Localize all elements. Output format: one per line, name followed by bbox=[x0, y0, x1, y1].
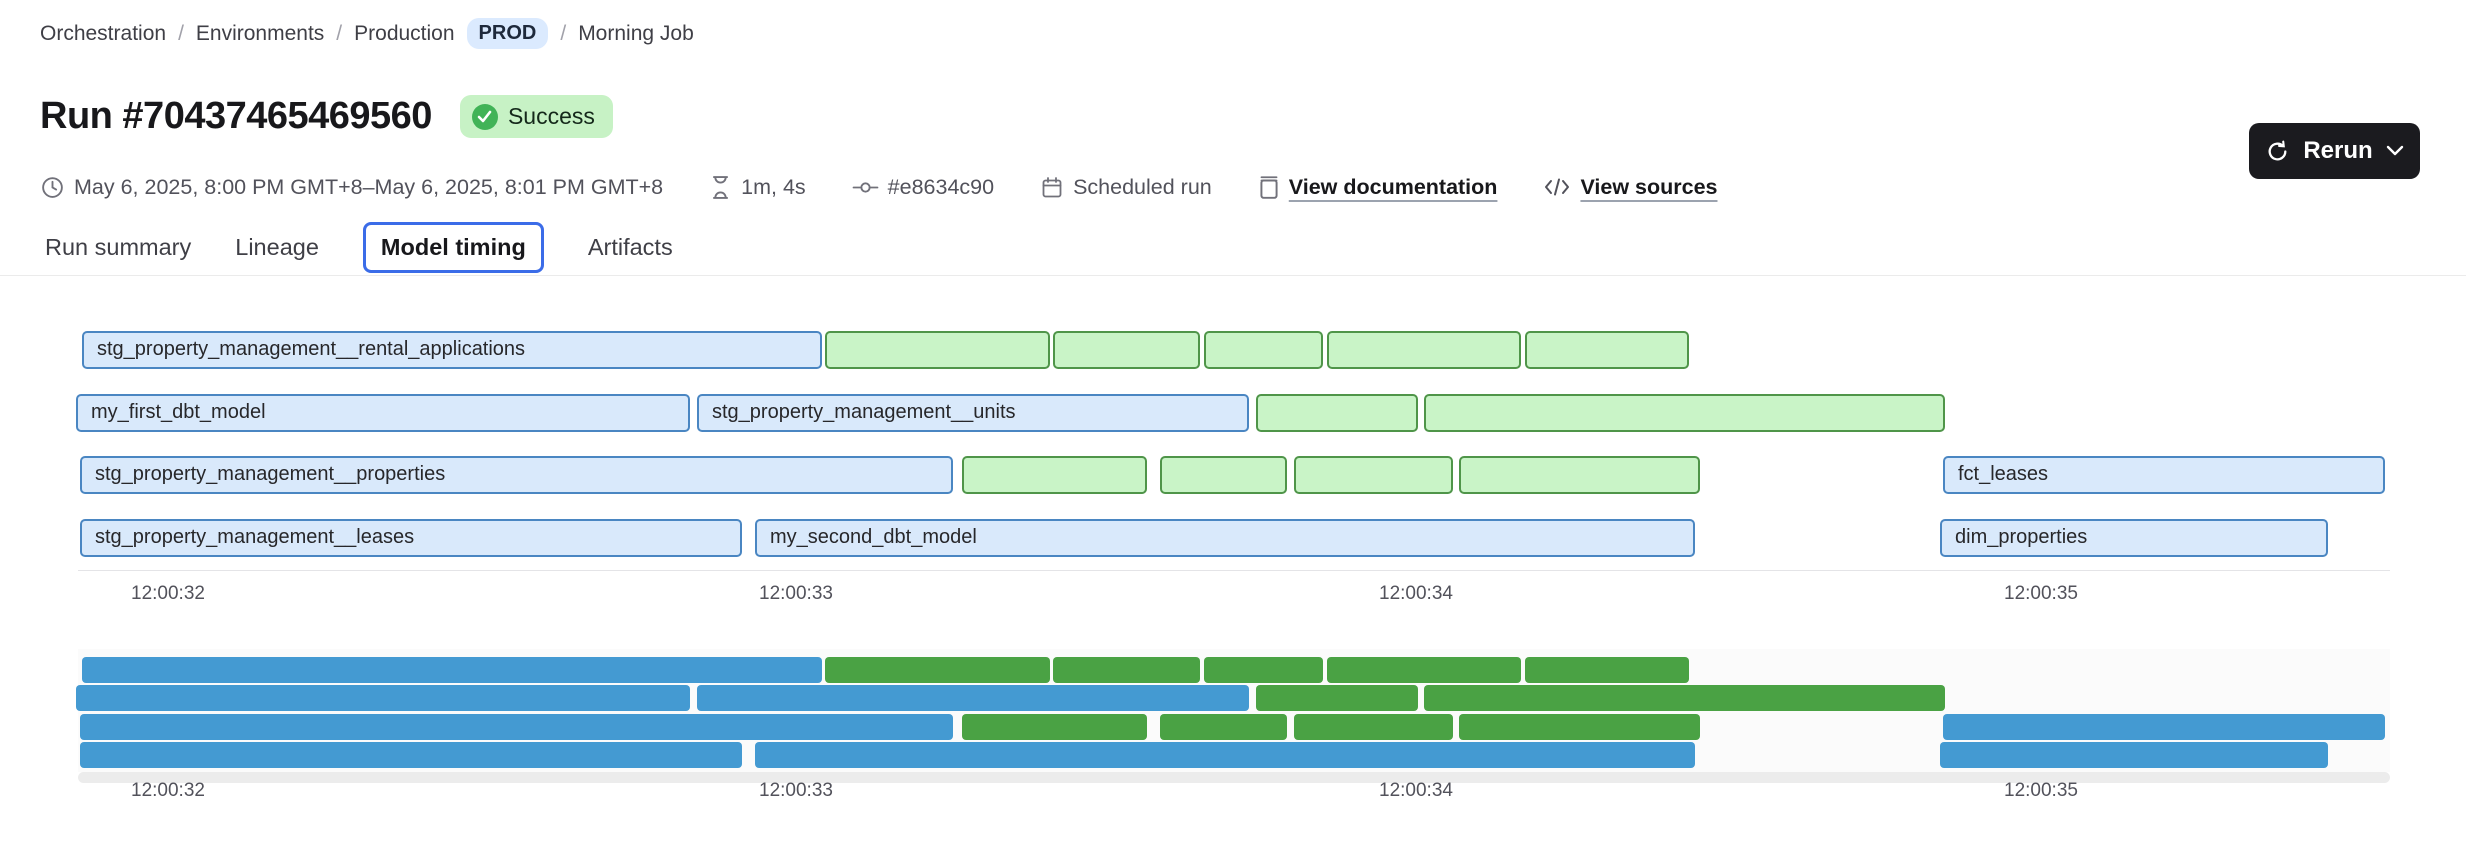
gantt-bar[interactable] bbox=[1327, 331, 1521, 369]
time-tick-label: 12:00:33 bbox=[759, 583, 833, 604]
time-tick-label: 12:00:32 bbox=[131, 780, 205, 801]
commit-icon bbox=[852, 175, 879, 200]
gantt-bar-label: my_second_dbt_model bbox=[770, 526, 977, 548]
breadcrumb-production[interactable]: Production bbox=[354, 21, 455, 45]
view-sources-link[interactable]: View sources bbox=[1580, 174, 1718, 199]
minimap-bar[interactable] bbox=[76, 685, 690, 711]
minimap-bar[interactable] bbox=[1053, 657, 1200, 683]
gantt-bar[interactable]: stg_property_management__leases bbox=[80, 519, 742, 557]
breadcrumb-orchestration[interactable]: Orchestration bbox=[40, 21, 167, 45]
gantt-bar[interactable] bbox=[1204, 331, 1323, 369]
run-tabs: Run summary Lineage Model timing Artifac… bbox=[45, 222, 673, 273]
minimap-bar[interactable] bbox=[1459, 714, 1700, 740]
minimap-bar[interactable] bbox=[825, 657, 1050, 683]
breadcrumb-separator: / bbox=[336, 21, 343, 45]
view-documentation-link-item: View documentation bbox=[1258, 174, 1498, 200]
gantt-axis-line bbox=[78, 570, 2390, 571]
minimap-bar[interactable] bbox=[1160, 714, 1287, 740]
minimap-bar[interactable] bbox=[80, 714, 953, 740]
gantt-bar-label: stg_property_management__leases bbox=[95, 526, 415, 548]
breadcrumb-environments[interactable]: Environments bbox=[195, 21, 325, 45]
time-tick-label: 12:00:35 bbox=[2004, 780, 2078, 801]
tab-lineage[interactable]: Lineage bbox=[235, 234, 319, 260]
tab-artifacts[interactable]: Artifacts bbox=[587, 234, 673, 260]
gantt-bar[interactable] bbox=[1424, 394, 1945, 432]
gantt-bar-label: stg_property_management__units bbox=[712, 401, 1016, 423]
gantt-bar[interactable] bbox=[962, 456, 1147, 494]
time-tick-label: 12:00:34 bbox=[1379, 583, 1453, 604]
time-tick-label: 12:00:32 bbox=[131, 583, 205, 604]
hourglass-icon bbox=[709, 175, 732, 200]
gantt-bar[interactable]: my_second_dbt_model bbox=[755, 519, 1695, 557]
time-tick-label: 12:00:35 bbox=[2004, 583, 2078, 604]
minimap-bar[interactable] bbox=[1424, 685, 1945, 711]
minimap-bar[interactable] bbox=[1256, 685, 1418, 711]
run-duration: 1m, 4s bbox=[709, 175, 806, 200]
tab-run-summary[interactable]: Run summary bbox=[45, 234, 192, 260]
gantt-bar-label: fct_leases bbox=[1958, 463, 2049, 485]
minimap-bar[interactable] bbox=[82, 657, 822, 683]
gantt-bar[interactable] bbox=[1160, 456, 1287, 494]
gantt-bar[interactable] bbox=[1053, 331, 1200, 369]
gantt-bar[interactable] bbox=[1459, 456, 1700, 494]
calendar-icon bbox=[1040, 175, 1064, 200]
gantt-bar-label: dim_properties bbox=[1955, 526, 2088, 548]
rerun-button-label: Rerun bbox=[2303, 137, 2373, 164]
status-badge: Success bbox=[459, 95, 613, 138]
minimap-bar[interactable] bbox=[1525, 657, 1689, 683]
gantt-bar[interactable]: stg_property_management__units bbox=[697, 394, 1249, 432]
minimap-bar[interactable] bbox=[1327, 657, 1521, 683]
gantt-bar[interactable]: dim_properties bbox=[1940, 519, 2328, 557]
gantt-bar[interactable] bbox=[825, 331, 1050, 369]
minimap-bar[interactable] bbox=[697, 685, 1249, 711]
gantt-bar[interactable]: my_first_dbt_model bbox=[76, 394, 690, 432]
gantt-bar[interactable] bbox=[1525, 331, 1689, 369]
breadcrumb-separator: / bbox=[560, 21, 567, 45]
gantt-bar[interactable]: stg_property_management__rental_applicat… bbox=[82, 331, 822, 369]
minimap-bar[interactable] bbox=[1294, 714, 1453, 740]
minimap-bar[interactable] bbox=[1204, 657, 1323, 683]
gantt-bar[interactable] bbox=[1256, 394, 1418, 432]
minimap-bar[interactable] bbox=[1943, 714, 2385, 740]
gantt-bar[interactable]: stg_property_management__properties bbox=[80, 456, 953, 494]
refresh-icon bbox=[2265, 139, 2290, 164]
time-tick-label: 12:00:34 bbox=[1379, 780, 1453, 801]
minimap-bar[interactable] bbox=[80, 742, 742, 768]
run-time-range: May 6, 2025, 8:00 PM GMT+8–May 6, 2025, … bbox=[40, 175, 663, 200]
tabs-divider bbox=[0, 275, 2466, 276]
title-row: Run #70437465469560 Success bbox=[40, 95, 613, 138]
minimap-scrollbar[interactable] bbox=[78, 772, 2390, 783]
run-commit: #e8634c90 bbox=[852, 175, 994, 200]
clock-icon bbox=[40, 175, 65, 200]
status-badge-label: Success bbox=[507, 103, 595, 129]
chevron-down-icon bbox=[2386, 145, 2404, 157]
success-check-icon bbox=[471, 103, 498, 130]
gantt-bar-label: stg_property_management__rental_applicat… bbox=[97, 338, 526, 360]
env-badge-prod: PROD bbox=[466, 18, 549, 49]
rerun-button[interactable]: Rerun bbox=[2249, 123, 2420, 179]
gantt-bar-label: stg_property_management__properties bbox=[95, 463, 446, 485]
document-icon bbox=[1258, 174, 1280, 200]
minimap-bar[interactable] bbox=[755, 742, 1695, 768]
gantt-bar[interactable]: fct_leases bbox=[1943, 456, 2385, 494]
run-trigger: Scheduled run bbox=[1040, 175, 1212, 200]
gantt-bar-label: my_first_dbt_model bbox=[91, 401, 266, 423]
minimap-bar[interactable] bbox=[1940, 742, 2328, 768]
breadcrumb: Orchestration / Environments / Productio… bbox=[40, 18, 694, 49]
minimap-bar[interactable] bbox=[962, 714, 1147, 740]
view-documentation-link[interactable]: View documentation bbox=[1288, 174, 1498, 199]
time-tick-label: 12:00:33 bbox=[759, 780, 833, 801]
code-icon bbox=[1543, 176, 1571, 198]
view-sources-link-item: View sources bbox=[1543, 175, 1717, 200]
breadcrumb-morning-job[interactable]: Morning Job bbox=[578, 21, 694, 45]
tab-model-timing[interactable]: Model timing bbox=[362, 222, 544, 273]
gantt-bar[interactable] bbox=[1294, 456, 1453, 494]
run-meta-row: May 6, 2025, 8:00 PM GMT+8–May 6, 2025, … bbox=[40, 174, 1717, 200]
breadcrumb-separator: / bbox=[178, 21, 184, 45]
page-title: Run #70437465469560 bbox=[40, 95, 432, 137]
